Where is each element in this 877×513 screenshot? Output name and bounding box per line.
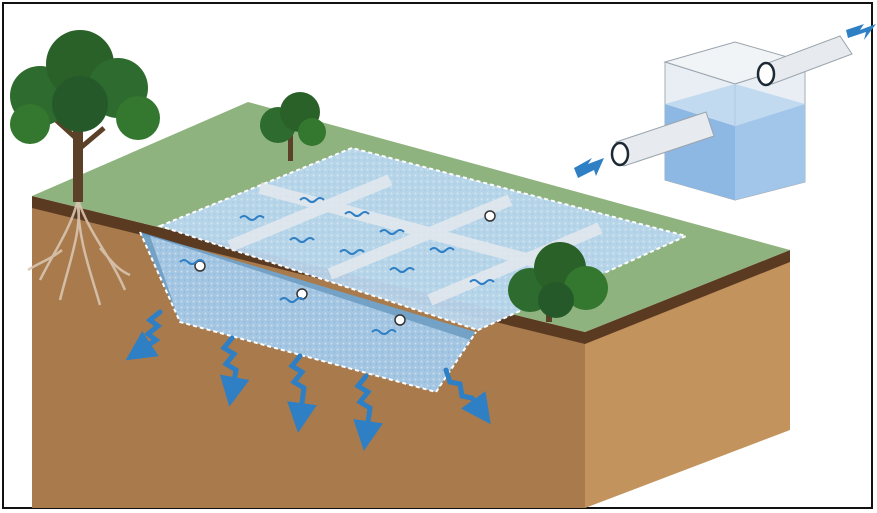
root-system-icon	[27, 199, 131, 306]
infiltration-arrow-icon	[125, 309, 491, 451]
tree-icon	[10, 30, 160, 202]
shrub-icon	[260, 92, 326, 161]
basin-gravel-layer	[150, 236, 470, 392]
storage-tank-icon	[663, 41, 807, 201]
topsoil-edge-side	[585, 250, 790, 344]
shrub-icon	[508, 242, 608, 322]
pipe-flow-arrow	[574, 24, 876, 178]
surface-flow-squiggles	[179, 197, 495, 335]
inlet-pipe-icon	[756, 35, 853, 87]
inlet-pipe-icon	[610, 111, 715, 167]
